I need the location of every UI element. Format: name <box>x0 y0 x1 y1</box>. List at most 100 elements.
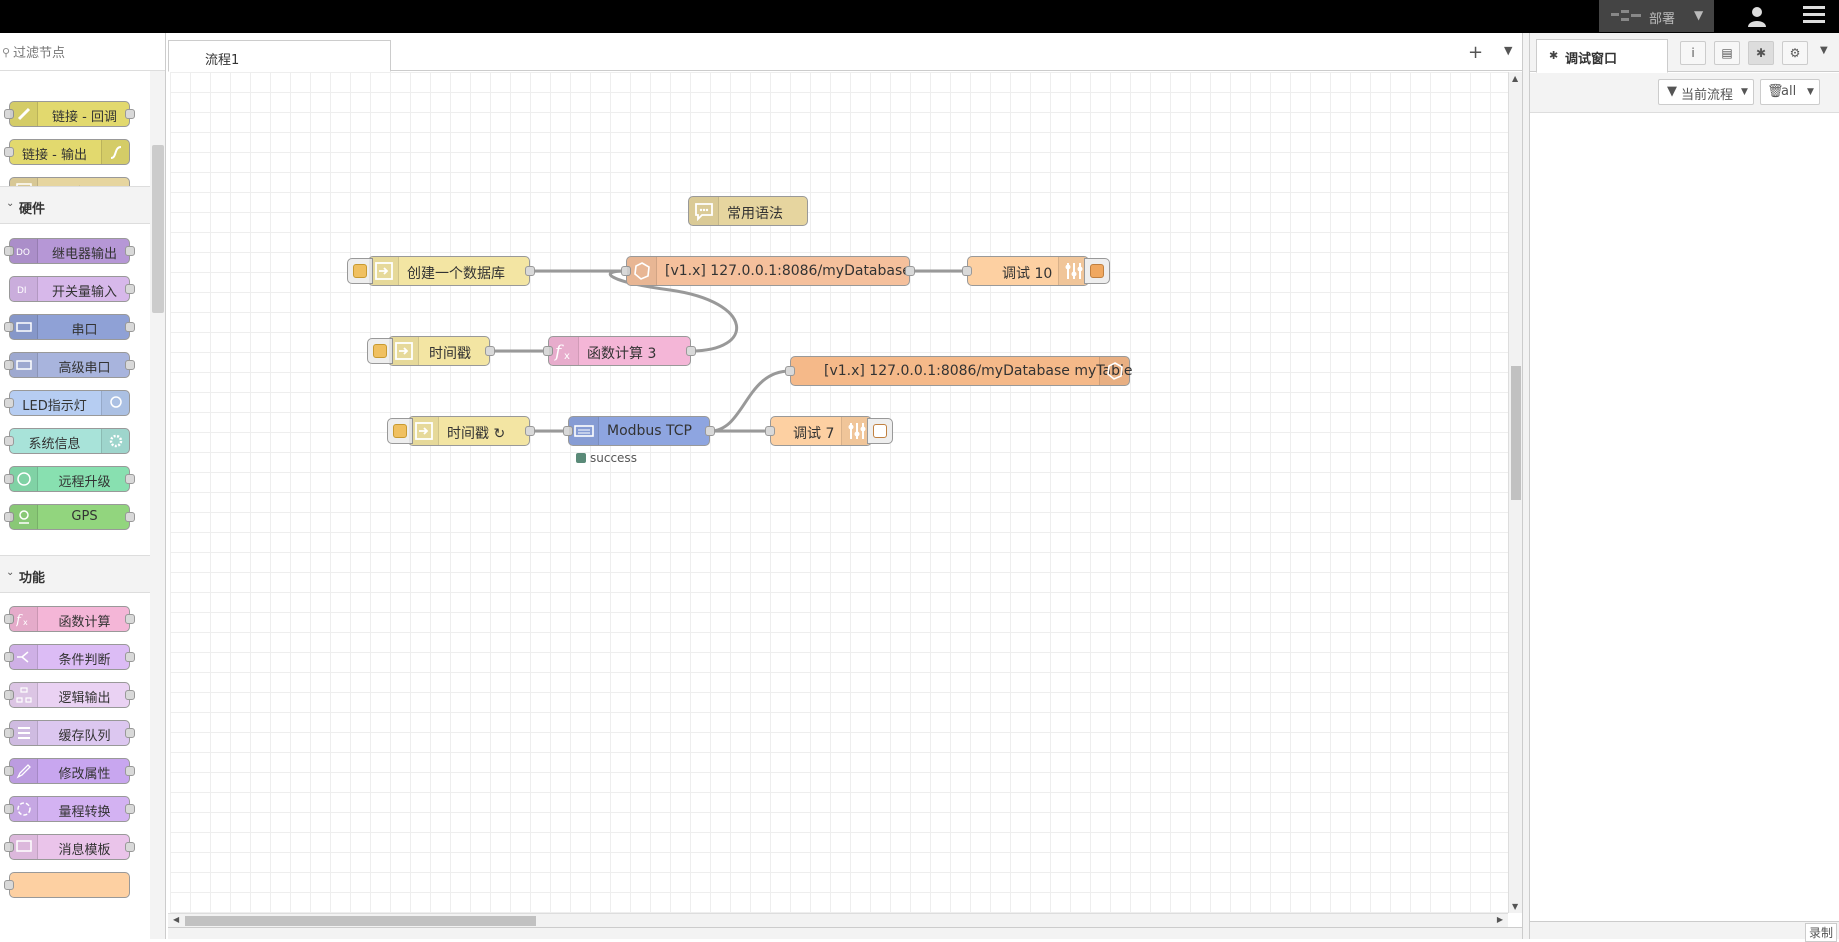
palette-node-link-out[interactable]: 链接 - 输出 <box>4 139 130 165</box>
record-button[interactable]: 录制 <box>1804 923 1837 942</box>
node-input-port[interactable] <box>543 346 553 356</box>
flow-list-chevron-icon[interactable]: ▼ <box>1504 44 1513 57</box>
workspace-tabs: 流程1 + ▼ <box>168 33 1522 72</box>
node-input-port[interactable] <box>621 266 631 276</box>
palette-search-input[interactable] <box>13 43 158 61</box>
palette-node-logic-output[interactable]: 逻辑输出 <box>4 682 135 708</box>
node-input-port[interactable] <box>765 426 775 436</box>
node-output-port <box>125 360 135 370</box>
chevron-down-icon: ⌄ <box>6 198 15 209</box>
scroll-left-icon[interactable]: ◀ <box>173 915 180 924</box>
inject-trigger-button[interactable] <box>347 258 373 284</box>
sidebar-separator[interactable] <box>1522 33 1530 939</box>
node-output-port[interactable] <box>525 426 535 436</box>
palette-category-body: DO 继电器输出 DI 开关量输入 串口 高级串口 LED指示灯 <box>0 224 150 555</box>
scroll-right-icon[interactable]: ▶ <box>1496 915 1503 924</box>
svg-text:x: x <box>23 618 28 627</box>
deploy-menu-caret-icon[interactable]: ▼ <box>1694 8 1704 22</box>
node-output-port[interactable] <box>485 346 495 356</box>
palette-node-switch[interactable]: 条件判断 <box>4 644 135 670</box>
node-output-port[interactable] <box>705 426 715 436</box>
flow-node-influxdb-table[interactable]: [v1.x] 127.0.0.1:8086/myDatabase myTable <box>785 356 1132 386</box>
main-menu-icon[interactable] <box>1803 6 1825 26</box>
debug-toggle-button[interactable] <box>867 418 893 444</box>
node-output-port <box>125 109 135 119</box>
canvas-vertical-scrollbar[interactable]: ▲ ▼ <box>1508 72 1522 913</box>
tab-flow1[interactable]: 流程1 <box>168 40 391 72</box>
flow-canvas[interactable]: 常用语法 创建一个数据库 [v1.x] 127.0.0.1:8086/myDat… <box>170 72 1508 913</box>
info-icon: i <box>1691 46 1695 60</box>
inject-trigger-button[interactable] <box>387 418 413 444</box>
palette-node-template[interactable]: 消息模板 <box>4 834 135 860</box>
palette-scrollbar[interactable] <box>152 145 164 313</box>
node-output-port <box>125 246 135 256</box>
user-icon[interactable] <box>1745 4 1769 28</box>
palette-category-function[interactable]: ⌄ 功能 <box>0 555 150 593</box>
flow-node-inject-timestamp[interactable]: 时间戳 <box>367 336 495 366</box>
deploy-label: 部署 <box>1649 12 1676 27</box>
palette-node-link-call[interactable]: 链接 - 回调 <box>4 101 135 127</box>
palette-node-change[interactable]: 修改属性 <box>4 758 135 784</box>
sidebar-more-chevron-icon[interactable]: ▼ <box>1820 45 1828 56</box>
node-output-port <box>125 690 135 700</box>
pencil-icon <box>10 759 38 783</box>
svg-text:DI: DI <box>17 286 27 296</box>
palette-node-relay-output[interactable]: DO 继电器输出 <box>4 238 135 264</box>
tab-debug[interactable]: ✱ 调试窗口 <box>1536 39 1668 73</box>
palette-node-serial[interactable]: 串口 <box>4 314 135 340</box>
scroll-down-icon[interactable]: ▼ <box>1512 902 1519 911</box>
debug-toggle-button[interactable] <box>1084 258 1110 284</box>
scroll-thumb[interactable] <box>1511 366 1521 500</box>
palette-node-range[interactable]: 量程转换 <box>4 796 135 822</box>
scroll-up-icon[interactable]: ▲ <box>1512 74 1519 83</box>
palette-node-gps[interactable]: GPS <box>4 504 135 530</box>
help-tab-button[interactable]: ▤ <box>1714 41 1740 65</box>
node-input-port <box>4 728 14 738</box>
debug-clear-button[interactable]: 🗑 all ▼ <box>1760 79 1820 105</box>
flow-node-influxdb-out[interactable]: [v1.x] 127.0.0.1:8086/myDatabase <box>621 256 915 286</box>
wire <box>608 269 739 353</box>
info-tab-button[interactable]: i <box>1680 41 1706 65</box>
node-input-port <box>4 652 14 662</box>
canvas-horizontal-scrollbar[interactable]: ◀ ▶ <box>168 913 1508 927</box>
flow-node-inject-create-db[interactable]: 创建一个数据库 <box>347 256 535 286</box>
node-output-port[interactable] <box>686 346 696 356</box>
palette-search-bar: ⚲ <box>0 33 165 71</box>
node-palette: ⚲ 链接 - 回调 链接 - 输出 注释 ⌄ 硬件 DO 继电器输出 <box>0 33 166 939</box>
flow-node-inject-timestamp-repeat[interactable]: 时间戳 ↻ <box>387 416 535 446</box>
palette-node-remote-upgrade[interactable]: 远程升级 <box>4 466 135 492</box>
palette-node-partial[interactable] <box>4 872 130 898</box>
node-output-port[interactable] <box>525 266 535 276</box>
flow-node-debug-10[interactable]: 调试 10 <box>962 256 1110 286</box>
chevron-down-icon: ▼ <box>1807 87 1814 97</box>
svg-text:f: f <box>16 613 23 627</box>
flow-node-comment[interactable]: 常用语法 <box>688 196 808 226</box>
debug-filter-select[interactable]: ▼ 当前流程 ▼ <box>1658 79 1754 105</box>
config-tab-button[interactable]: ⚙ <box>1782 41 1808 65</box>
flow-node-debug-7[interactable]: 调试 7 <box>765 416 893 446</box>
debug-tab-button[interactable]: ✱ <box>1748 41 1774 65</box>
palette-node-system-info[interactable]: 系统信息 <box>4 428 130 454</box>
palette-node-queue[interactable]: 缓存队列 <box>4 720 135 746</box>
node-input-port[interactable] <box>563 426 573 436</box>
lightbulb-icon <box>101 391 129 415</box>
node-output-port[interactable] <box>905 266 915 276</box>
scroll-thumb[interactable] <box>185 916 536 926</box>
node-input-port <box>4 804 14 814</box>
node-output-port <box>125 728 135 738</box>
palette-node-led[interactable]: LED指示灯 <box>4 390 130 416</box>
inject-trigger-button[interactable] <box>367 338 393 364</box>
node-output-port <box>125 766 135 776</box>
palette-node-digital-input[interactable]: DI 开关量输入 <box>9 276 135 302</box>
flow-node-modbus-tcp[interactable]: Modbus TCP <box>563 416 715 446</box>
node-input-port[interactable] <box>785 366 795 376</box>
palette-node-advanced-serial[interactable]: 高级串口 <box>4 352 135 378</box>
node-input-port[interactable] <box>962 266 972 276</box>
palette-category-hardware[interactable]: ⌄ 硬件 <box>0 186 150 224</box>
add-flow-icon[interactable]: + <box>1468 42 1484 63</box>
deploy-button[interactable]: 部署 ▼ <box>1599 0 1714 32</box>
digital-input-icon: DI <box>10 277 38 301</box>
